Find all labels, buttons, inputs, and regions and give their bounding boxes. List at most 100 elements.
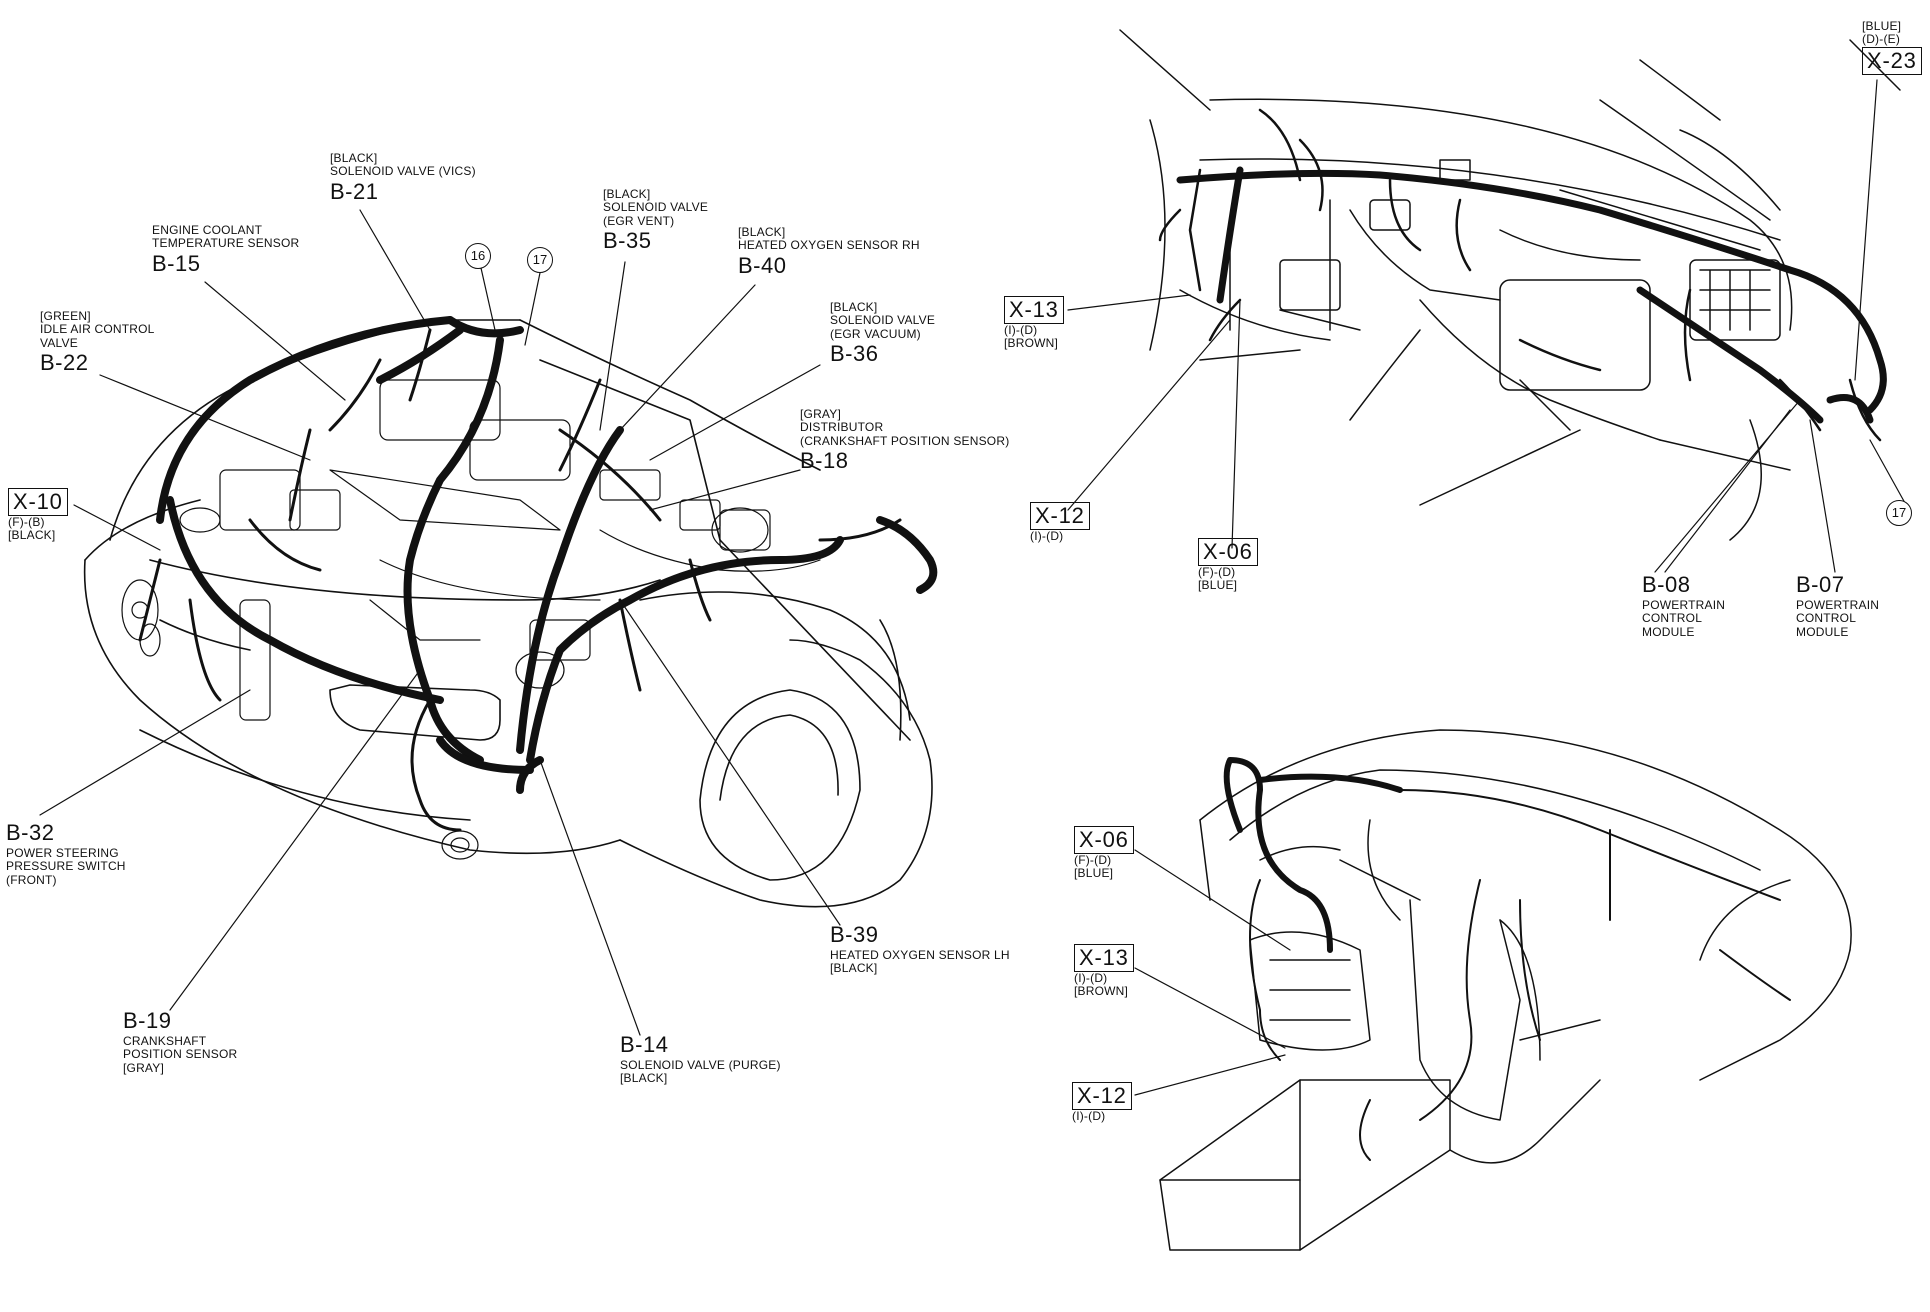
x13-console-code: X-13 bbox=[1074, 944, 1134, 972]
callout-x12-dash: X-12 (I)-(D) bbox=[1030, 502, 1090, 543]
x12-dash-pins: (I)-(D) bbox=[1030, 529, 1064, 543]
b19-name-2: POSITION SENSOR bbox=[123, 1047, 238, 1062]
x06-dash-code: X-06 bbox=[1198, 538, 1258, 566]
b18-name-2: (CRANKSHAFT POSITION SENSOR) bbox=[800, 433, 1010, 448]
callout-x12-console: X-12 (I)-(D) bbox=[1072, 1082, 1132, 1123]
callout-b40: [BLACK] HEATED OXYGEN SENSOR RH B-40 bbox=[738, 225, 920, 280]
b22-color: [GREEN] bbox=[40, 309, 91, 323]
b21-code: B-21 bbox=[330, 178, 379, 204]
callout-b18: [GRAY] DISTRIBUTOR (CRANKSHAFT POSITION … bbox=[800, 407, 1010, 475]
b08-code: B-08 bbox=[1642, 572, 1691, 597]
console-leader-lines bbox=[1134, 849, 1291, 1096]
b18-color: [GRAY] bbox=[800, 407, 841, 421]
x12-dash-code: X-12 bbox=[1030, 502, 1090, 530]
x13-dash-pins: (I)-(D) bbox=[1004, 323, 1038, 337]
b19-name-1: CRANKSHAFT bbox=[123, 1033, 207, 1048]
x23-color: [BLUE] bbox=[1862, 19, 1902, 33]
callout-x10: X-10 (F)-(B) [BLACK] bbox=[8, 488, 68, 543]
b19-code: B-19 bbox=[123, 1008, 172, 1033]
b35-color: [BLACK] bbox=[603, 187, 651, 201]
callout-x06-dash: X-06 (F)-(D) [BLUE] bbox=[1198, 538, 1258, 593]
x13-dash-color: [BROWN] bbox=[1004, 336, 1059, 351]
x06-dash-pins: (F)-(D) bbox=[1198, 565, 1236, 579]
b22-name-1: IDLE AIR CONTROL bbox=[40, 322, 155, 337]
x23-code: X-23 bbox=[1862, 46, 1922, 75]
x23-pins: (D)-(E) bbox=[1862, 32, 1901, 47]
dash-branch-wires bbox=[1158, 108, 1882, 442]
b18-code: B-18 bbox=[800, 448, 849, 474]
x10-pins: (F)-(B) bbox=[8, 515, 45, 529]
callout-b32: B-32 POWER STEERING PRESSURE SWITCH (FRO… bbox=[6, 820, 126, 887]
callout-x13-dash: X-13 (I)-(D) [BROWN] bbox=[1004, 296, 1064, 351]
callout-b07: B-07 POWERTRAIN CONTROL MODULE bbox=[1796, 572, 1879, 639]
x06-console-code: X-06 bbox=[1074, 826, 1134, 854]
console-branch-wires bbox=[1249, 789, 1791, 1161]
b22-name-2: VALVE bbox=[40, 335, 78, 350]
dash-leader-lines bbox=[1067, 79, 1911, 573]
b36-code: B-36 bbox=[830, 341, 879, 367]
b14-name: SOLENOID VALVE (PURGE) bbox=[620, 1057, 781, 1072]
b32-name-1: POWER STEERING bbox=[6, 845, 119, 860]
x06-console-color: [BLUE] bbox=[1074, 866, 1114, 881]
callout-x06-console: X-06 (F)-(D) [BLUE] bbox=[1074, 826, 1134, 881]
callout-x23: [BLUE] (D)-(E) X-23 bbox=[1862, 19, 1922, 75]
callout-b14: B-14 SOLENOID VALVE (PURGE) [BLACK] bbox=[620, 1032, 781, 1086]
console-body-outline bbox=[1159, 729, 1852, 1251]
dash-body-outline bbox=[1119, 29, 1901, 541]
x13-console-pins: (I)-(D) bbox=[1074, 971, 1108, 985]
callout-b39: B-39 HEATED OXYGEN SENSOR LH [BLACK] bbox=[830, 922, 1010, 976]
b14-code: B-14 bbox=[620, 1032, 669, 1057]
car-body-outline bbox=[83, 319, 933, 908]
b22-code: B-22 bbox=[40, 350, 89, 376]
callout-b08: B-08 POWERTRAIN CONTROL MODULE bbox=[1642, 572, 1725, 639]
b39-code: B-39 bbox=[830, 922, 879, 947]
engine-main-harness bbox=[156, 316, 938, 794]
x13-dash-code: X-13 bbox=[1004, 296, 1064, 324]
b32-name-2: PRESSURE SWITCH bbox=[6, 859, 126, 874]
x10-color: [BLACK] bbox=[8, 528, 56, 543]
x10-code: X-10 bbox=[8, 488, 68, 516]
b35-name-2: (EGR VENT) bbox=[603, 213, 675, 228]
ref-circle-16: 16 bbox=[465, 243, 491, 269]
b39-name: HEATED OXYGEN SENSOR LH bbox=[830, 947, 1010, 962]
b21-color: [BLACK] bbox=[330, 151, 378, 165]
b40-code: B-40 bbox=[738, 252, 787, 278]
ref-circle-17-dash: 17 bbox=[1886, 500, 1912, 526]
b15-code: B-15 bbox=[152, 250, 201, 276]
b07-name-1: POWERTRAIN bbox=[1796, 597, 1880, 612]
console-main-harness bbox=[1223, 757, 1403, 953]
b08-name-2: CONTROL bbox=[1642, 611, 1703, 626]
b15-name-2: TEMPERATURE SENSOR bbox=[152, 236, 300, 251]
callout-b22: [GREEN] IDLE AIR CONTROL VALVE B-22 bbox=[40, 309, 155, 377]
engine-branch-wires bbox=[138, 328, 902, 832]
x12-console-code: X-12 bbox=[1072, 1082, 1132, 1110]
engine-leader-lines bbox=[39, 209, 841, 1036]
b21-name: SOLENOID VALVE (VICS) bbox=[330, 164, 476, 179]
b08-name-3: MODULE bbox=[1642, 624, 1695, 639]
b15-name-1: ENGINE COOLANT bbox=[152, 223, 263, 237]
callout-b19: B-19 CRANKSHAFT POSITION SENSOR [GRAY] bbox=[123, 1008, 237, 1075]
ref-circle-17-engine: 17 bbox=[527, 247, 553, 273]
b14-color: [BLACK] bbox=[620, 1071, 668, 1086]
b36-name-2: (EGR VACUUM) bbox=[830, 326, 921, 341]
b36-color: [BLACK] bbox=[830, 300, 878, 314]
b40-color: [BLACK] bbox=[738, 225, 786, 239]
b32-code: B-32 bbox=[6, 820, 55, 845]
x06-console-pins: (F)-(D) bbox=[1074, 853, 1112, 867]
b19-color: [GRAY] bbox=[123, 1060, 164, 1075]
callout-b15: ENGINE COOLANT TEMPERATURE SENSOR B-15 bbox=[152, 223, 300, 278]
b32-name-3: (FRONT) bbox=[6, 872, 57, 887]
b35-code: B-35 bbox=[603, 228, 652, 254]
b07-name-2: CONTROL bbox=[1796, 611, 1857, 626]
b40-name: HEATED OXYGEN SENSOR RH bbox=[738, 238, 920, 253]
callout-x13-console: X-13 (I)-(D) [BROWN] bbox=[1074, 944, 1134, 999]
b35-name-1: SOLENOID VALVE bbox=[603, 200, 709, 215]
engine-components bbox=[121, 379, 821, 860]
b08-name-1: POWERTRAIN bbox=[1642, 597, 1726, 612]
callout-b36: [BLACK] SOLENOID VALVE (EGR VACUUM) B-36 bbox=[830, 300, 935, 368]
b07-name-3: MODULE bbox=[1796, 624, 1849, 639]
x12-console-pins: (I)-(D) bbox=[1072, 1109, 1106, 1123]
callout-b35: [BLACK] SOLENOID VALVE (EGR VENT) B-35 bbox=[603, 187, 709, 255]
